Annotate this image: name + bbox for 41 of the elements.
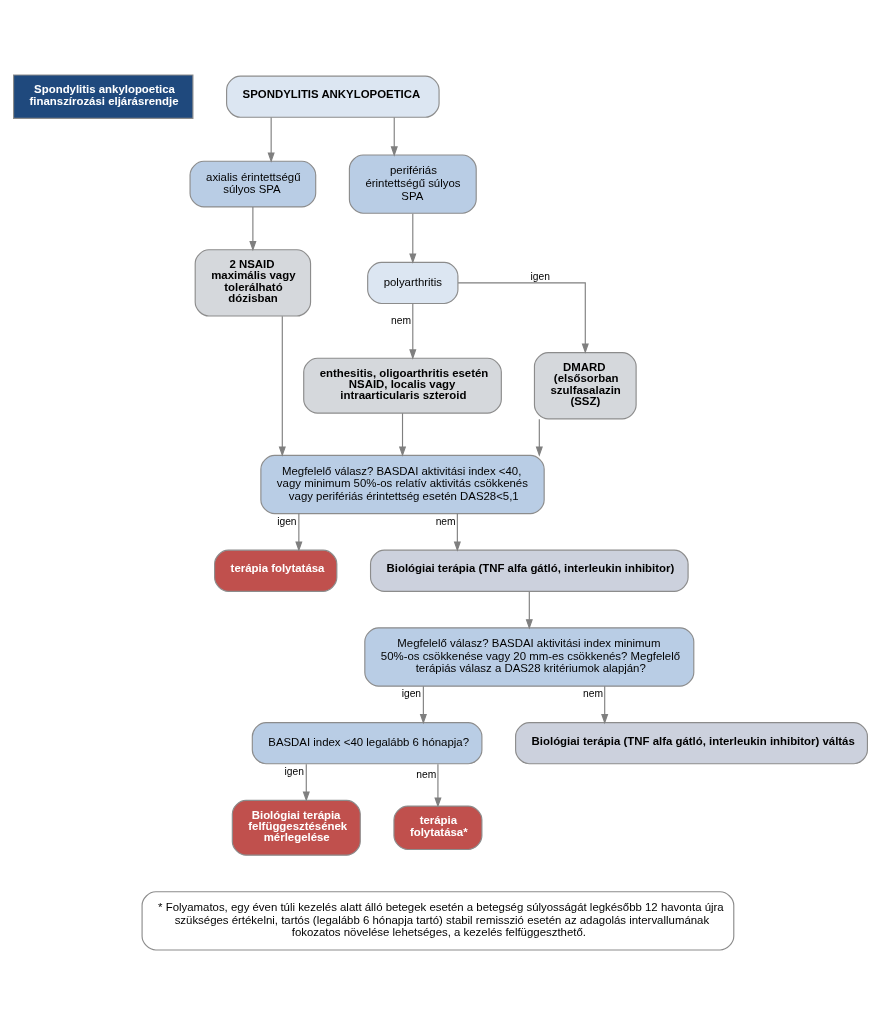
node-box: perifériás érintettségű súlyos SPA (348, 153, 477, 214)
node-box: polyarthritis (366, 261, 458, 304)
arrow (600, 685, 608, 724)
arrow (535, 418, 543, 457)
node-box: * Folyamatos, egy éven túli kezelés alatt álló betegek esetén a betegség súlyosságát legkésőbb 12 havonta újra szükséges értékelni, tartós (legalább 6 hónapja tartó) stabil remisszió esetén az adagolás intervallumának fokozatos növelése lehetséges, a kezelés felfüggeszthető. (141, 890, 734, 951)
arrow (398, 412, 406, 457)
arrow (419, 685, 427, 724)
edge-label: igen (284, 765, 304, 777)
arrow (390, 116, 398, 157)
edge-label: nem (582, 687, 603, 699)
node-box: SPONDYLITIS ANKYLOPOETICA (225, 75, 440, 118)
arrow (433, 763, 442, 808)
node-box: Megfelelő válasz? BASDAI aktivitási index minimum 50%-os csökkenése vagy 20 mm-es csökkenés? Megfelelő terápiás válasz a DAS28 kritériumok alapján? (363, 626, 694, 687)
arrow (525, 590, 533, 630)
arrow (267, 116, 275, 163)
edge-label: igen (401, 687, 421, 699)
arrow (302, 763, 310, 802)
node-box: Spondylitis ankylopoetica finanszírozási eljárásrendje (12, 73, 193, 119)
node-box: axialis érintettségű súlyos SPA (189, 160, 316, 207)
node-box: Biológiai terápia (TNF alfa gátló, interleukin inhibitor) (369, 549, 689, 592)
edge-label: nem (415, 768, 436, 780)
arrow (294, 512, 302, 552)
arrow (457, 281, 589, 354)
node-box: Biológiai terápia felfüggesztésének mérlegelése (231, 799, 361, 856)
edge-label: igen (276, 515, 297, 527)
arrow (248, 205, 256, 251)
node-box: DMARD (elsősorban szulfasalazin (SSZ) (533, 351, 637, 419)
arrow (278, 315, 286, 457)
node-box: BASDAI index <40 legalább 6 hónapja? (251, 721, 482, 764)
arrow (408, 302, 416, 360)
node-box: terápia folytatása* (392, 805, 482, 850)
node-box: enthesitis, oligoarthritis esetén NSAID, localis vagy intraarticularis szteroid (302, 357, 502, 414)
node-box: terápia folytatása (213, 549, 337, 592)
node-box: 2 NSAID maximális vagy tolerálható dózisban (194, 248, 311, 317)
arrow (408, 212, 416, 264)
arrow (453, 512, 461, 552)
node-box: Megfelelő válasz? BASDAI aktivitási index <40, vagy minimum 50%-os relatív aktivitás csökkenés vagy perifériás érintettség esetén DAS28<5,1 (259, 454, 545, 514)
node-box: Biológiai terápia (TNF alfa gátló, interleukin inhibitor) váltás (514, 721, 868, 764)
edge-label: igen (530, 270, 550, 282)
edge-label: nem (435, 515, 456, 527)
edge-label: nem (390, 314, 411, 326)
